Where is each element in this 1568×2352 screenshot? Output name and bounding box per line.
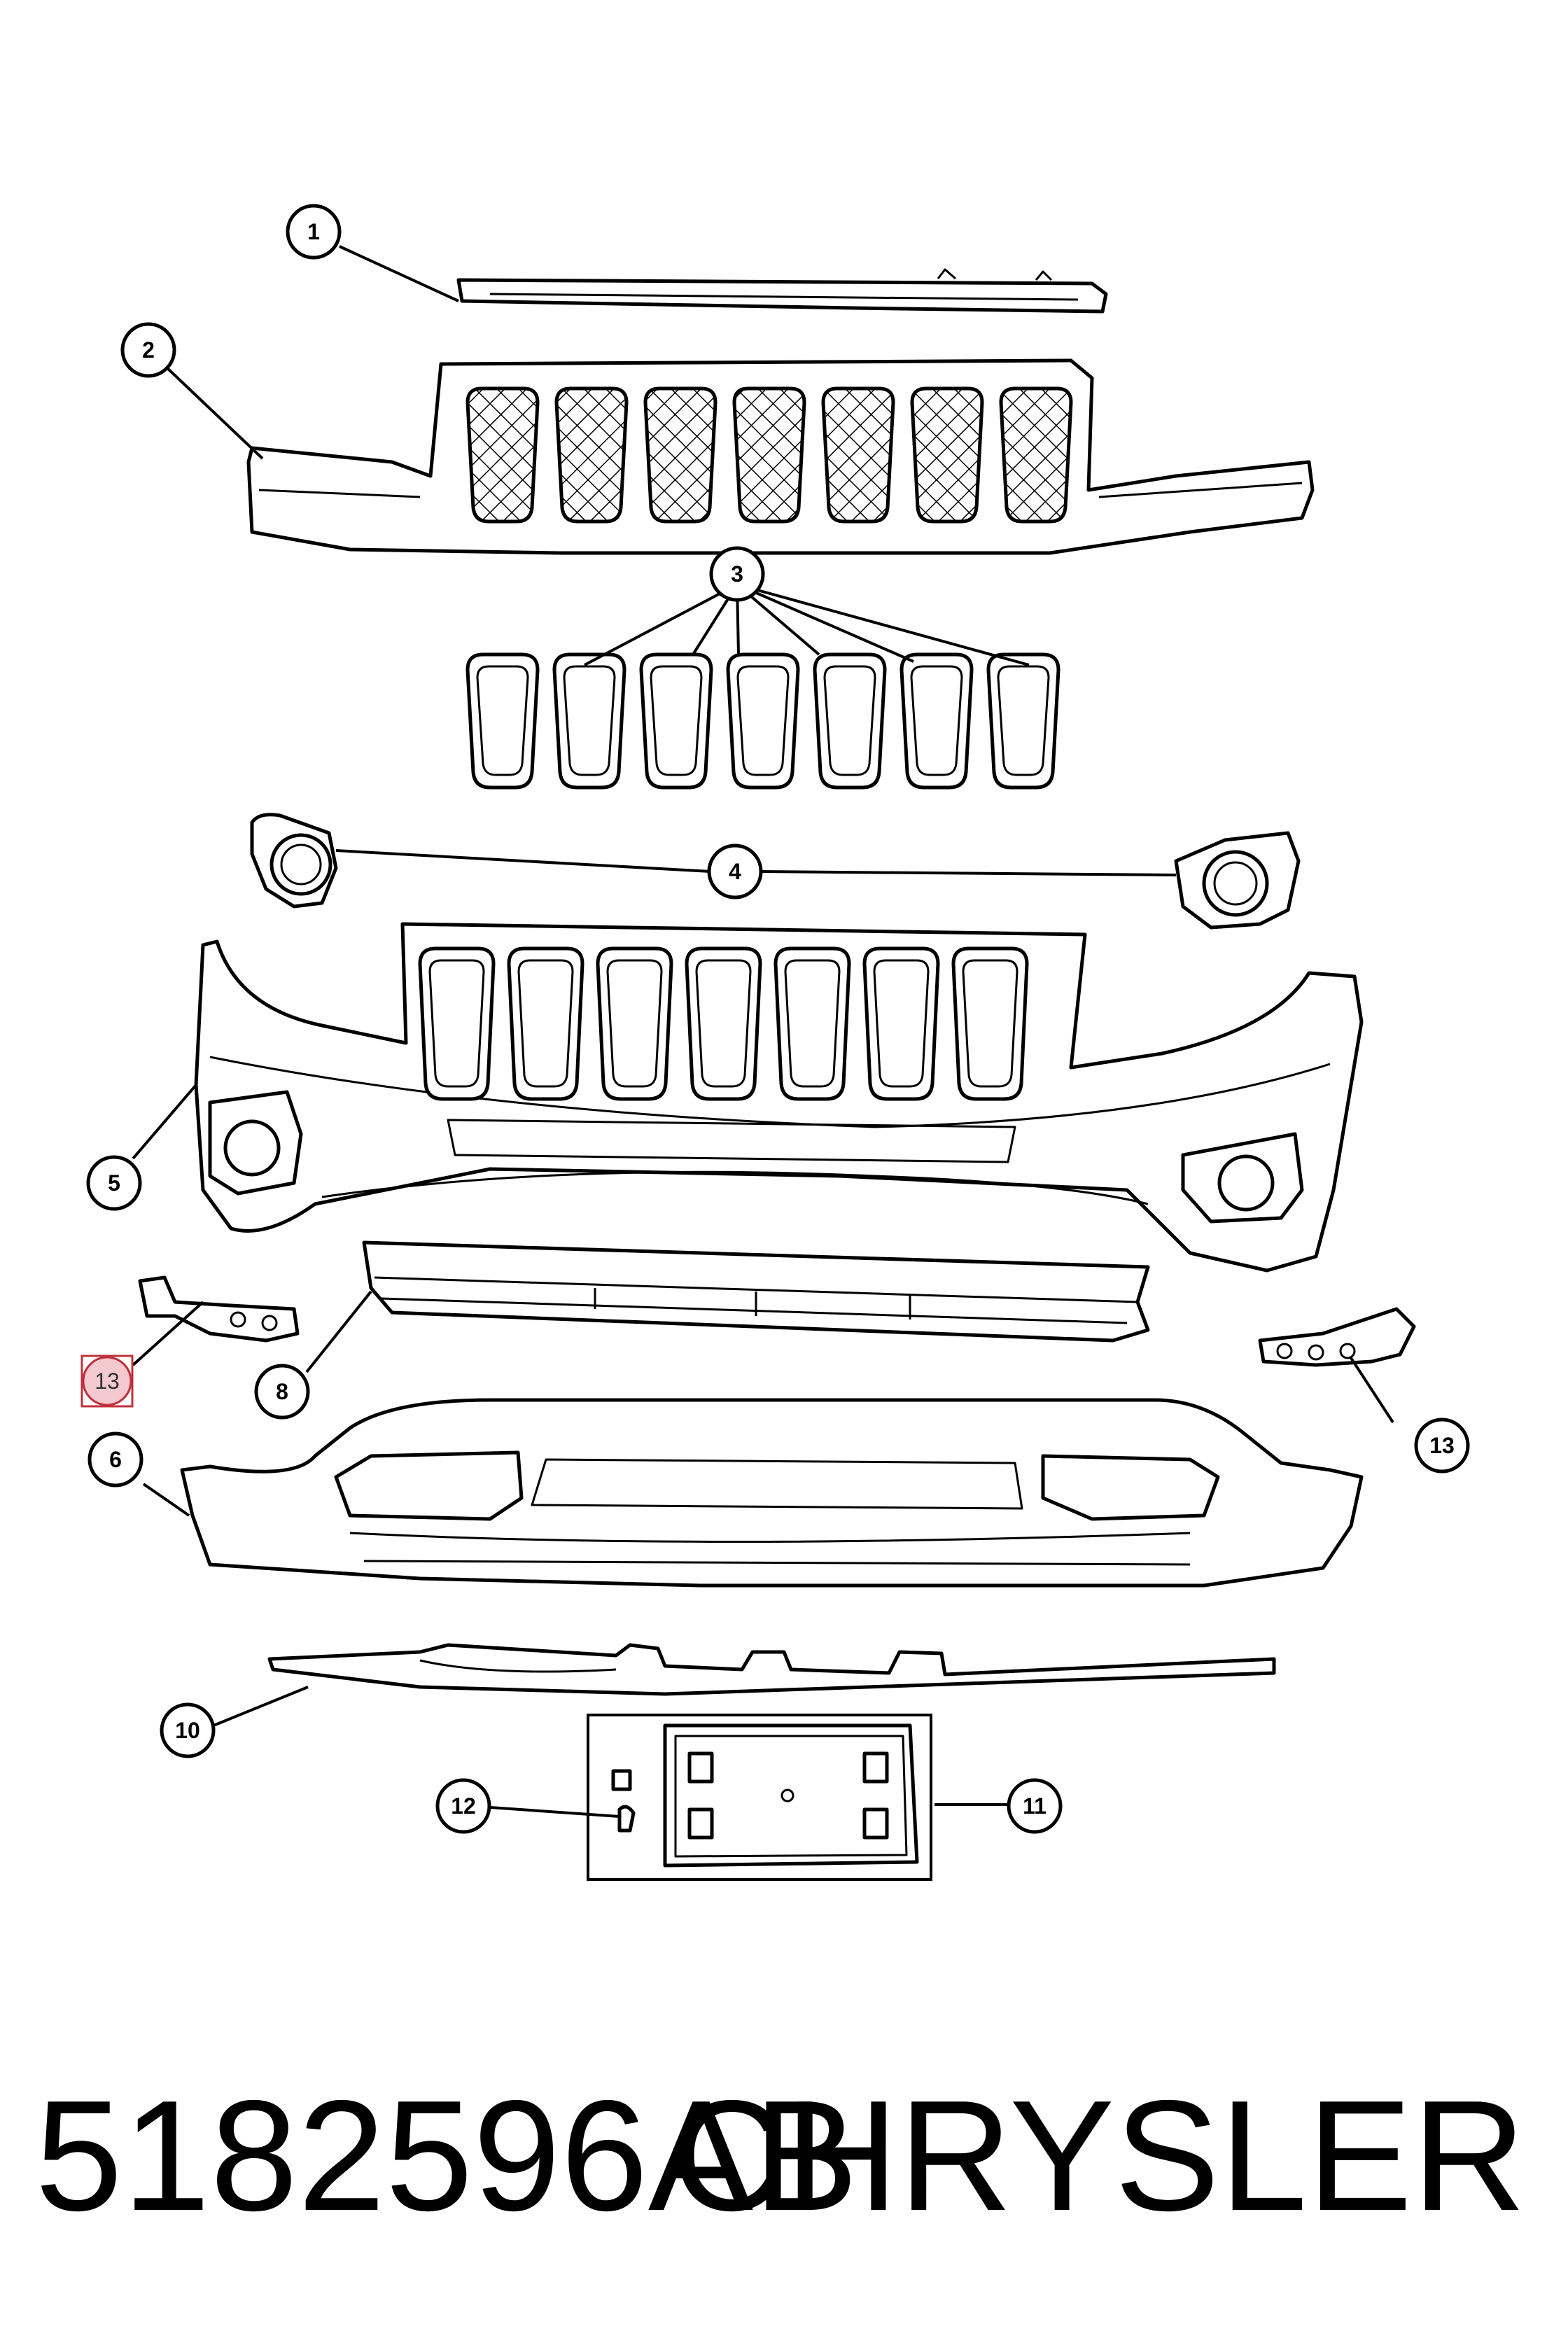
callout-2[interactable]: 2 [120, 322, 176, 378]
callout-13-right-label: 13 [1429, 1433, 1455, 1458]
callout-11[interactable]: 11 [1007, 1778, 1063, 1834]
callout-4-label: 4 [729, 859, 741, 884]
grille-insert-bezel [465, 652, 540, 790]
callout-8[interactable]: 8 [254, 1364, 310, 1420]
grille-insert-inner [650, 665, 703, 776]
callout-10[interactable]: 10 [160, 1702, 216, 1758]
grille-insert-bezel [726, 652, 800, 790]
callout-12[interactable]: 12 [435, 1778, 491, 1834]
fascia-grille-opening [862, 946, 940, 1101]
fascia-grille-opening [507, 946, 584, 1101]
fascia-grille-opening [951, 946, 1029, 1101]
fascia-grille-inner [784, 959, 841, 1088]
fascia-grille-opening [596, 946, 673, 1101]
grille-mesh-opening [465, 386, 540, 524]
callout-13-left-label: 13 [94, 1368, 120, 1394]
callout-11-label: 11 [1023, 1793, 1046, 1819]
callout-5-label: 5 [108, 1170, 120, 1196]
grille-insert-bezel [986, 652, 1060, 790]
grille-insert-inner [997, 665, 1050, 776]
fascia-grille-inner [695, 959, 752, 1088]
part-8-lower-grille [362, 1240, 1150, 1343]
callout-3-label: 3 [731, 561, 743, 587]
part-number: 5182596AB [35, 2067, 859, 2244]
callout-6[interactable]: 6 [88, 1432, 144, 1488]
grille-insert-bezel [813, 652, 887, 790]
callout-13-right[interactable]: 13 [1414, 1418, 1470, 1474]
callout-6-label: 6 [109, 1447, 122, 1472]
fascia-grille-inner [962, 959, 1018, 1088]
fascia-grille-inner [873, 959, 930, 1088]
fascia-grille-opening [418, 946, 496, 1101]
callout-13-left[interactable]: 13 [80, 1354, 134, 1408]
grille-mesh-opening [999, 386, 1073, 524]
fascia-grille-opening [685, 946, 762, 1101]
grille-insert-inner [823, 665, 876, 776]
part-11-license-bracket [587, 1714, 932, 1881]
callout-2-label: 2 [142, 337, 155, 363]
grille-mesh-opening [732, 386, 806, 524]
grille-insert-inner [910, 665, 963, 776]
callout-1-label: 1 [307, 219, 320, 244]
fascia-grille-inner [428, 959, 485, 1088]
grille-insert-bezel [639, 652, 713, 790]
grille-mesh-opening [554, 386, 629, 524]
callout-12-label: 12 [451, 1793, 476, 1819]
grille-insert-bezel [552, 652, 626, 790]
caption: 5182596AB CHRYSLER [0, 2065, 1568, 2247]
part-10-air-deflector [267, 1643, 1276, 1696]
part-12-fastener [611, 1769, 636, 1833]
part-3-grille-inserts [465, 652, 1060, 790]
grille-insert-inner [736, 665, 790, 776]
part-13-bracket-right [1258, 1307, 1416, 1367]
brand-name: CHRYSLER [671, 2067, 1526, 2244]
grille-insert-bezel [899, 652, 974, 790]
callout-4[interactable]: 4 [707, 844, 763, 899]
fascia-grille-inner [606, 959, 663, 1088]
part-4-fog-bezels [250, 813, 1301, 930]
part-1-upper-seal [456, 268, 1108, 314]
fascia-grille-inner [517, 959, 574, 1088]
part-6-lower-fascia [180, 1398, 1364, 1588]
callout-10-label: 10 [175, 1718, 200, 1743]
part-2-grille-assembly [246, 358, 1315, 555]
grille-mesh-opening [910, 386, 984, 524]
grille-mesh-opening [643, 386, 718, 524]
callout-5[interactable]: 5 [86, 1155, 142, 1211]
callout-8-label: 8 [276, 1379, 288, 1404]
part-5-front-fascia [194, 922, 1364, 1273]
grille-insert-inner [476, 665, 529, 776]
grille-insert-inner [563, 665, 616, 776]
grille-mesh-opening [821, 386, 895, 524]
callout-3[interactable]: 3 [709, 546, 765, 602]
callout-1[interactable]: 1 [286, 204, 342, 260]
part-13-bracket-left [138, 1275, 300, 1343]
fascia-grille-opening [774, 946, 851, 1101]
